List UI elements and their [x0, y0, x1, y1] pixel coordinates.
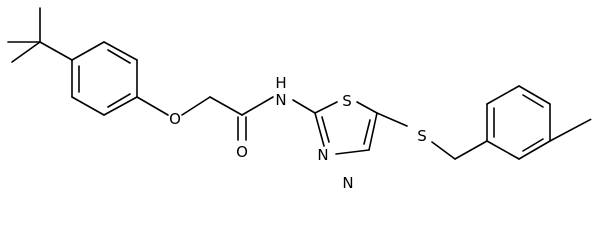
atom-label-thioether-sulfur: S [417, 127, 427, 145]
atom-label-oxygen-ether: O [169, 110, 181, 128]
atom-labels: O O N H S N N S [169, 74, 427, 192]
thioether-benzyl-linker [376, 112, 488, 160]
tert-butyl-group [7, 7, 73, 63]
atom-label-ring-nitrogen-right: N [342, 174, 353, 192]
atom-label-ring-sulfur: S [342, 92, 352, 110]
atom-label-amide-nitrogen: N [275, 91, 286, 109]
ether-acetamide-linker [136, 96, 274, 141]
amide-to-thiadiazole-bond [292, 99, 316, 114]
atom-label-ring-nitrogen-left: N [317, 146, 328, 164]
benzene-ring-left [71, 41, 138, 116]
atom-label-oxygen-carbonyl: O [236, 143, 248, 161]
thiadiazole-ring [314, 101, 378, 155]
benzene-ring-right [486, 85, 592, 160]
atom-label-amide-hydrogen: H [275, 74, 286, 92]
chemical-structure: O O N H S N N S [7, 7, 592, 192]
